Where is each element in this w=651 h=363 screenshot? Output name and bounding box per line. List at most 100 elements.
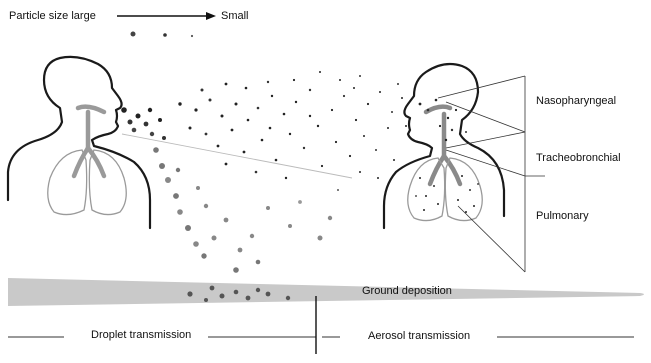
particle <box>295 101 297 103</box>
particle <box>187 291 192 296</box>
particle <box>256 260 261 265</box>
particle <box>194 108 197 111</box>
particle-size-large-label: Particle size large <box>9 11 96 22</box>
particle <box>153 147 159 153</box>
particle <box>285 177 287 179</box>
particle <box>225 163 228 166</box>
particle <box>433 185 435 187</box>
particle <box>473 205 475 207</box>
particle <box>189 127 192 130</box>
particle <box>343 95 345 97</box>
particle <box>204 298 208 302</box>
particle <box>267 81 269 83</box>
particle <box>217 145 220 148</box>
particle <box>435 99 438 102</box>
particle <box>379 91 381 93</box>
particle <box>159 163 165 169</box>
left-person-silhouette <box>8 57 150 228</box>
particle <box>148 108 152 112</box>
particle <box>335 141 337 143</box>
size-legend-dots <box>131 32 194 38</box>
particle <box>247 119 250 122</box>
particle <box>245 87 248 90</box>
particle <box>205 133 208 136</box>
particle <box>425 195 427 197</box>
particle <box>136 114 141 119</box>
particle <box>427 109 430 112</box>
particle <box>158 118 162 122</box>
ground-deposition-band <box>8 278 644 306</box>
particle <box>349 155 351 157</box>
particle <box>321 165 323 167</box>
particle-size-arrow <box>117 12 216 20</box>
particle <box>176 168 180 172</box>
particle <box>465 211 467 213</box>
particle <box>363 135 365 137</box>
plume-guide-line <box>122 134 352 178</box>
particle <box>359 171 361 173</box>
particle <box>238 248 243 253</box>
particle <box>477 183 479 185</box>
pulmonary-label: Pulmonary <box>536 211 589 222</box>
tracheobronchial-label: Tracheobronchial <box>536 153 621 164</box>
particle <box>317 125 319 127</box>
particle <box>303 147 305 149</box>
particle <box>419 177 421 179</box>
particle <box>298 200 302 204</box>
particle <box>359 75 361 77</box>
particle <box>162 136 166 140</box>
particle <box>212 236 217 241</box>
particle <box>271 95 273 97</box>
particle <box>144 122 149 127</box>
particle <box>286 296 290 300</box>
particle <box>231 129 234 132</box>
particle <box>209 99 212 102</box>
particle <box>165 177 171 183</box>
particle <box>234 290 239 295</box>
aerosol-transmission-label: Aerosol transmission <box>368 331 470 342</box>
nasopharyngeal-label: Nasopharyngeal <box>536 96 616 107</box>
particle <box>393 159 395 161</box>
particle <box>401 97 403 99</box>
particle <box>457 199 459 201</box>
particle <box>225 83 228 86</box>
particle <box>318 236 323 241</box>
ground-deposition-label: Ground deposition <box>362 286 452 297</box>
particle <box>367 103 369 105</box>
particle-size-small-label: Small <box>221 11 249 22</box>
right-airway <box>426 107 460 184</box>
left-airway <box>74 107 104 176</box>
particle <box>275 159 278 162</box>
particle <box>387 127 389 129</box>
particle <box>283 113 286 116</box>
particle <box>293 79 295 81</box>
particle <box>173 193 179 199</box>
particle <box>266 292 271 297</box>
left-lungs <box>48 150 127 215</box>
particle <box>309 115 311 117</box>
particle <box>455 109 457 111</box>
particle <box>439 125 441 127</box>
particle <box>328 216 332 220</box>
particle <box>461 175 463 177</box>
particle <box>177 209 183 215</box>
particle <box>150 132 154 136</box>
particle <box>178 102 181 105</box>
particle <box>201 89 204 92</box>
particle <box>235 103 238 106</box>
particle <box>447 117 449 119</box>
particle <box>193 241 199 247</box>
particle <box>419 103 422 106</box>
particle <box>250 234 254 238</box>
particle <box>415 195 417 197</box>
particle <box>224 218 229 223</box>
particle <box>132 128 137 133</box>
particle <box>423 209 425 211</box>
right-lungs <box>408 158 483 221</box>
particle <box>196 186 200 190</box>
particle <box>269 127 272 130</box>
particle <box>257 107 260 110</box>
particle <box>405 125 407 127</box>
particle <box>339 79 341 81</box>
